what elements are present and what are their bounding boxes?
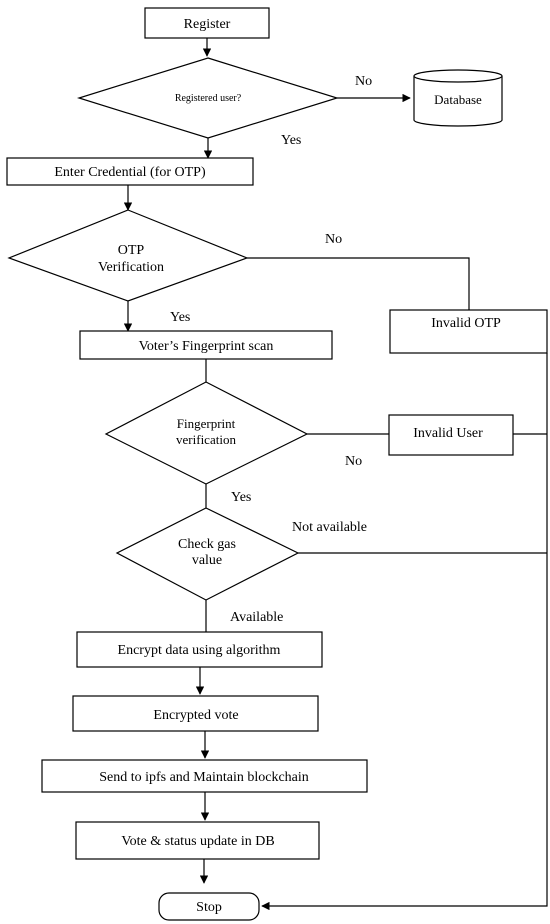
database-cylinder-body: [413, 76, 503, 127]
vote-status-update-box: [75, 821, 320, 860]
enter-credential-label: Enter Credential (for OTP): [54, 165, 206, 180]
send-to-ipfs-box: [41, 759, 368, 793]
invalid-otp-box: [389, 309, 548, 354]
database-cylinder-top: [413, 69, 503, 83]
fingerprint-scan-label: Voter’s Fingerprint scan: [139, 339, 274, 354]
otp-verification-decision: [7, 209, 249, 302]
encrypt-data-label: Encrypt data using algorithm: [118, 643, 281, 658]
vote-status-update-label: Vote & status update in DB: [121, 834, 274, 849]
register-box: [144, 7, 270, 39]
otp-verification-label-line1: OTP: [118, 243, 145, 258]
check-gas-decision: [115, 507, 300, 601]
edge-label-otp-no: No: [325, 232, 342, 247]
fingerprint-verification-label-line2: verification: [176, 432, 236, 447]
edge-label-fingerprint-yes: Yes: [231, 490, 251, 505]
check-gas-label-line1: Check gas: [178, 537, 236, 552]
fingerprint-verification-decision: [104, 381, 309, 485]
registered-user-decision: [76, 57, 340, 139]
encrypted-vote-label: Encrypted vote: [153, 708, 238, 723]
edge-label-fingerprint-no: No: [345, 454, 362, 469]
edge-label-gas-available: Available: [230, 610, 283, 625]
edge-label-registered-yes: Yes: [281, 133, 301, 148]
connector-return-line-to-stop: [261, 353, 548, 911]
invalid-user-box: [388, 414, 514, 456]
send-to-ipfs-label: Send to ipfs and Maintain blockchain: [99, 770, 309, 785]
check-gas-label-line2: value: [192, 553, 222, 568]
edge-label-registered-no: No: [355, 74, 372, 89]
edge-label-otp-yes: Yes: [170, 310, 190, 325]
stop-label: Stop: [196, 900, 222, 915]
enter-credential-box: [6, 157, 254, 186]
otp-verification-label-line2: Verification: [98, 260, 164, 275]
stop-terminal: [158, 892, 260, 921]
registered-user-label: Registered user?: [175, 93, 242, 104]
edge-label-gas-not-available: Not available: [292, 520, 367, 535]
fingerprint-verification-label-line1: Fingerprint: [177, 416, 236, 431]
database-label: Database: [434, 92, 482, 107]
register-label: Register: [184, 17, 231, 32]
encrypted-vote-box: [72, 695, 319, 732]
fingerprint-scan-box: [79, 330, 333, 360]
invalid-user-label: Invalid User: [413, 426, 483, 441]
invalid-otp-label: Invalid OTP: [431, 316, 501, 331]
connector-otp-to-invalid-otp: [247, 257, 470, 310]
encrypt-data-box: [76, 631, 323, 668]
